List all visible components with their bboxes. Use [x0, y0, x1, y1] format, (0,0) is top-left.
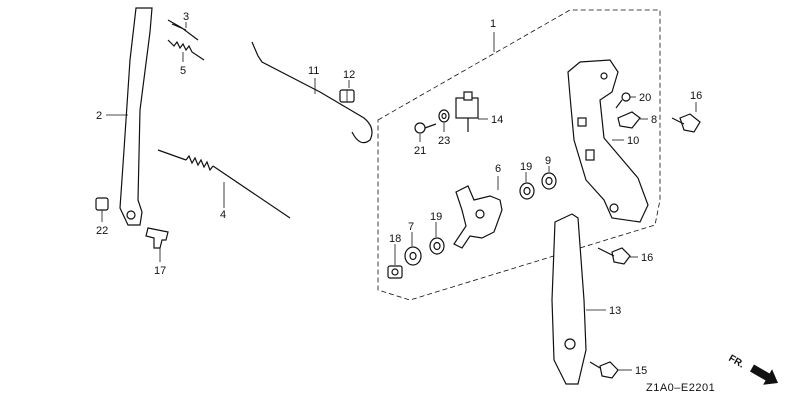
arm-part-2	[119, 7, 153, 226]
callout-10: 10	[627, 135, 639, 147]
bolt-part-17	[145, 227, 169, 249]
bolt-part-21	[414, 122, 437, 134]
rod-part-11	[251, 41, 373, 144]
callout-12: 12	[343, 69, 355, 81]
callout-17: 17	[154, 265, 166, 277]
callout-3: 3	[183, 11, 189, 23]
callout-1: 1	[490, 18, 496, 30]
washer-part-19-upper	[519, 182, 535, 200]
bolt-part-16-upper	[671, 113, 701, 133]
callout-18: 18	[389, 233, 401, 245]
bolt-part-15	[589, 361, 619, 379]
callout-20: 20	[639, 92, 651, 104]
callout-13: 13	[609, 305, 621, 317]
front-arrow-icon	[750, 364, 778, 385]
callout-23: 23	[438, 135, 450, 147]
callout-4: 4	[220, 209, 226, 221]
bracket-part-10	[567, 59, 649, 223]
assembly-boundary	[377, 9, 661, 301]
callout-8: 8	[651, 114, 657, 126]
bolt-part-16-lower	[597, 247, 631, 265]
callout-9: 9	[545, 155, 551, 167]
callout-19-upper: 19	[520, 161, 532, 173]
diagram-code: Z1A0–E2201	[646, 382, 715, 394]
clip-part-8	[617, 111, 641, 129]
nut-part-12	[339, 89, 355, 103]
callout-5: 5	[180, 65, 186, 77]
callout-16-upper: 16	[690, 90, 702, 102]
callout-2: 2	[96, 110, 102, 122]
washer-part-7	[404, 246, 422, 266]
lever-part-6	[453, 185, 503, 249]
callout-6: 6	[495, 163, 501, 175]
washer-part-23	[438, 109, 450, 123]
washer-part-9	[541, 172, 557, 190]
spring-part-5	[167, 39, 205, 61]
callout-19-lower: 19	[430, 211, 442, 223]
rod-part-4	[157, 149, 291, 219]
callout-7: 7	[408, 221, 414, 233]
callout-21: 21	[414, 145, 426, 157]
nut-part-18	[387, 265, 403, 279]
callout-15: 15	[635, 365, 647, 377]
nut-part-22	[95, 197, 109, 211]
switch-part-14	[455, 91, 479, 132]
front-label: FR.	[727, 353, 747, 371]
screw-part-20	[615, 92, 631, 109]
plate-part-13	[551, 213, 587, 385]
washer-part-19-lower	[429, 237, 445, 255]
callout-11: 11	[308, 65, 319, 77]
callout-14: 14	[491, 114, 503, 126]
clip-part-3	[167, 19, 199, 41]
callout-22: 22	[96, 225, 108, 237]
callout-16-lower: 16	[641, 252, 653, 264]
